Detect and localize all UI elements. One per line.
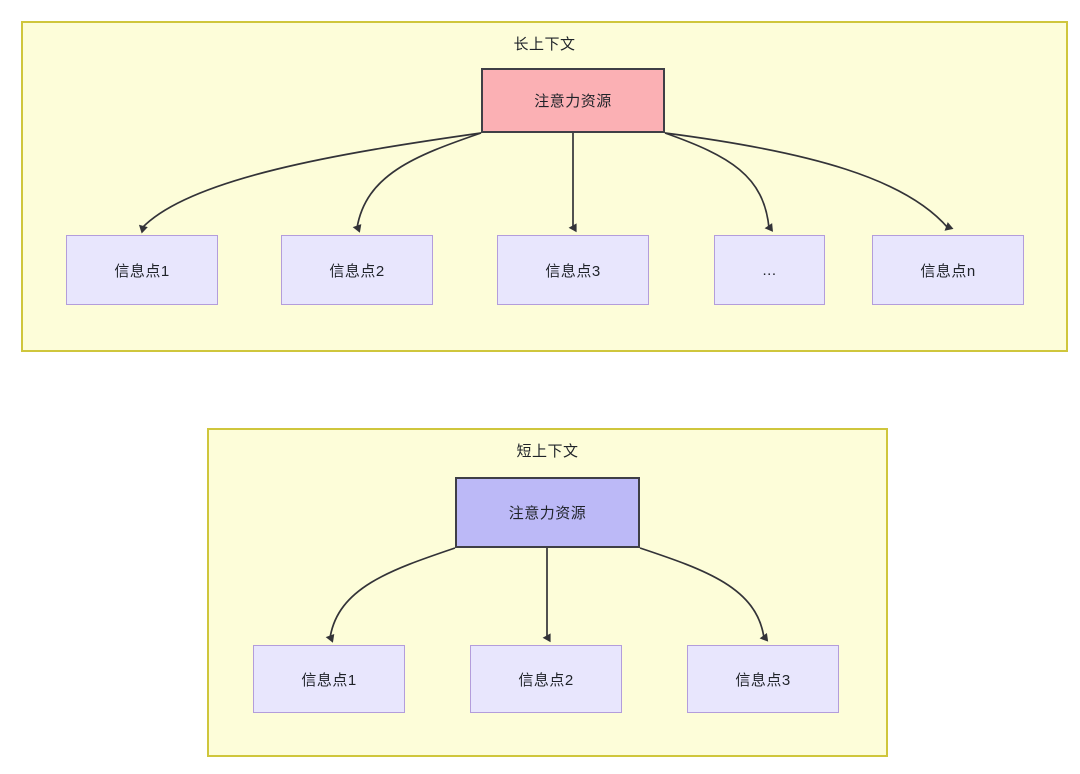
node-long-info-ellipsis[interactable]: ... <box>714 235 825 305</box>
node-short-info-3[interactable]: 信息点3 <box>687 645 839 713</box>
node-label: 信息点2 <box>518 671 574 689</box>
node-label: 注意力资源 <box>534 93 612 110</box>
node-label: 信息点3 <box>735 671 791 689</box>
node-label: 注意力资源 <box>508 505 587 522</box>
node-short-info-1[interactable]: 信息点1 <box>253 645 405 713</box>
node-label: 信息点1 <box>114 262 170 280</box>
node-label: ... <box>762 261 777 279</box>
panel-short-context-title: 短上下文 <box>516 443 579 460</box>
node-short-info-2[interactable]: 信息点2 <box>470 645 622 713</box>
node-label: 信息点1 <box>301 671 357 689</box>
node-long-info-1[interactable]: 信息点1 <box>66 235 218 305</box>
node-label: 信息点3 <box>545 262 601 280</box>
node-label: 信息点n <box>920 262 976 280</box>
node-long-info-n[interactable]: 信息点n <box>872 235 1024 305</box>
node-long-attention-resource[interactable]: 注意力资源 <box>481 68 665 133</box>
panel-long-context-title: 长上下文 <box>513 36 576 53</box>
node-long-info-2[interactable]: 信息点2 <box>281 235 433 305</box>
node-label: 信息点2 <box>329 262 385 280</box>
node-short-attention-resource[interactable]: 注意力资源 <box>455 477 640 548</box>
node-long-info-3[interactable]: 信息点3 <box>497 235 649 305</box>
